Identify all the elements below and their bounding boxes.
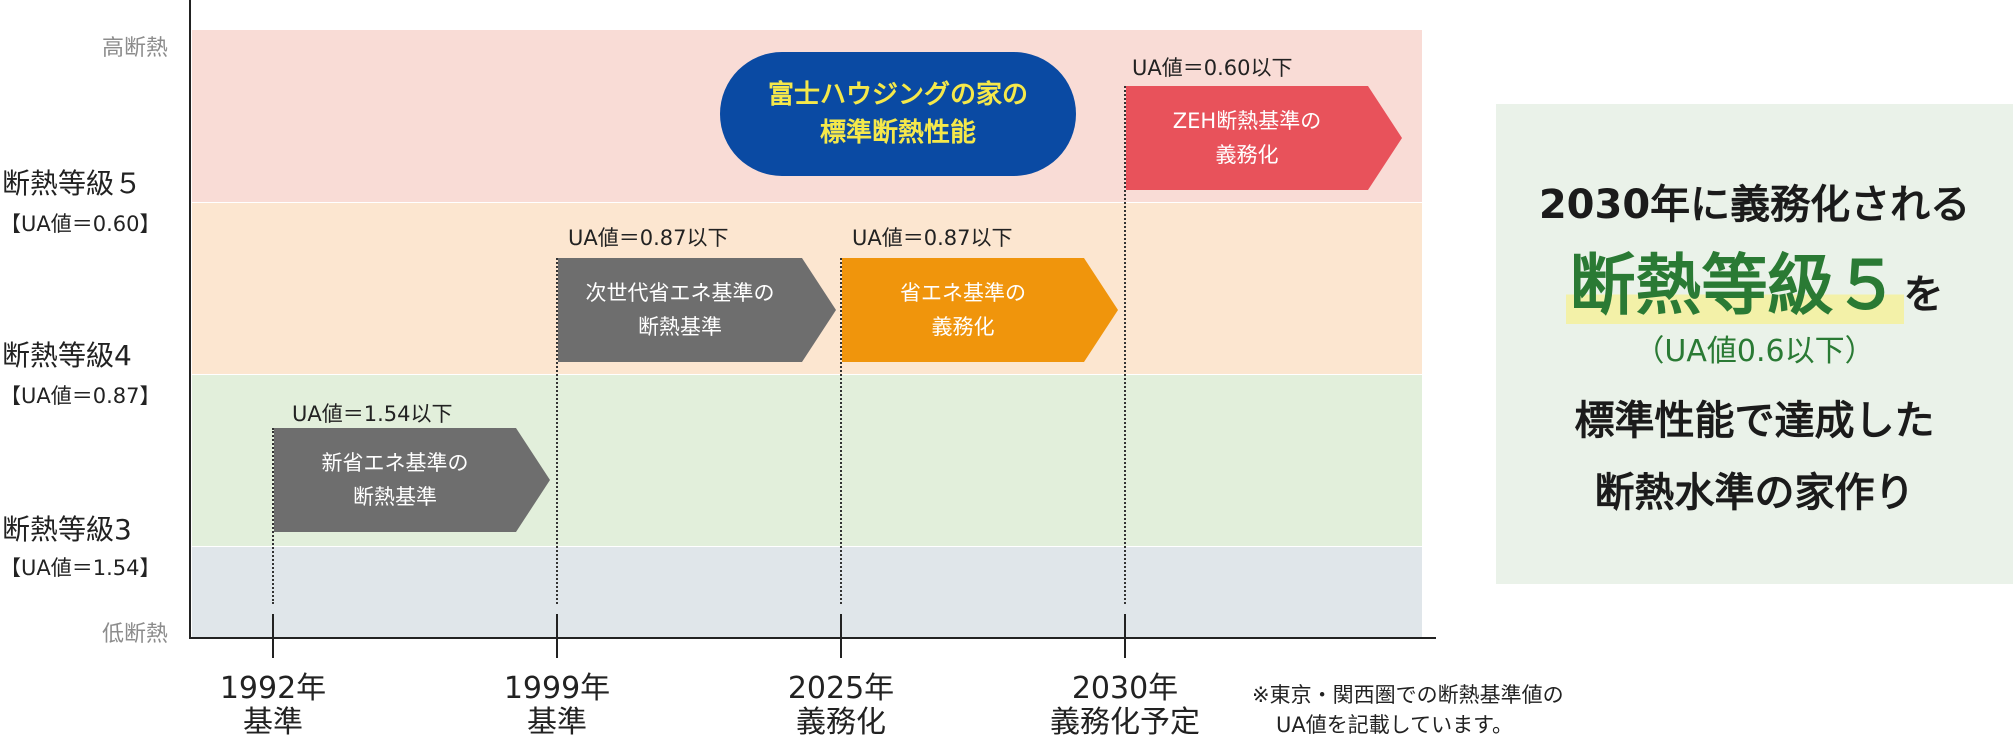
- milestone-1992-arrow: 新省エネ基準の 断熱基準: [274, 428, 550, 532]
- milestone-1999-arrow: 次世代省エネ基準の 断熱基準: [558, 258, 836, 362]
- year-1992-caption: 基準: [243, 705, 303, 740]
- milestone-1992-line1: 新省エネ基準の: [321, 451, 469, 475]
- milestone-1992-line2: 断熱基準: [353, 485, 437, 509]
- guide-2025: [840, 258, 842, 604]
- company-standard-line2: 標準断熱性能: [819, 118, 976, 148]
- milestone-1999-ua: UA値＝0.87以下: [568, 226, 729, 250]
- milestone-2025-ua: UA値＝0.87以下: [852, 226, 1013, 250]
- company-standard-badge: 富士ハウジングの家の 標準断熱性能: [720, 52, 1076, 176]
- milestone-2030-ua: UA値＝0.60以下: [1132, 56, 1293, 80]
- year-1999: 1999年 基準: [447, 672, 667, 740]
- tick-1999: [556, 614, 558, 658]
- tick-2025: [840, 614, 842, 658]
- panel-particle: を: [1903, 272, 1944, 318]
- milestone-1992-ua: UA値＝1.54以下: [292, 402, 453, 426]
- milestone-2030-line1: ZEH断熱基準の: [1172, 109, 1322, 133]
- year-1992-year: 1992年: [219, 671, 327, 706]
- milestone-1999-line2: 断熱基準: [638, 315, 722, 339]
- y-axis: [189, 0, 191, 639]
- year-2030-caption: 義務化予定: [1050, 705, 1200, 740]
- footnote-line1: ※東京・関西圏での断熱基準値の: [1252, 683, 1564, 707]
- tick-2030: [1124, 614, 1126, 658]
- year-2025: 2025年 義務化: [731, 672, 951, 740]
- year-1999-caption: 基準: [527, 705, 587, 740]
- year-2025-year: 2025年: [787, 671, 895, 706]
- guide-1992: [272, 428, 274, 604]
- footnote-line2: UA値を記載しています。: [1276, 713, 1514, 737]
- x-axis: [189, 637, 1436, 639]
- milestone-1999-line1: 次世代省エネ基準の: [585, 281, 775, 305]
- grade5-ua: 【UA値＝0.60】: [0, 212, 161, 236]
- year-1992: 1992年 基準: [163, 672, 383, 740]
- milestone-2025-line1: 省エネ基準の: [900, 281, 1026, 305]
- milestone-2030-line2: 義務化: [1215, 143, 1279, 167]
- year-2025-caption: 義務化: [796, 705, 886, 740]
- high-insulation-label: 高断熱: [101, 36, 168, 61]
- grade3-label: 断熱等級3: [2, 513, 132, 546]
- panel-line4: 標準性能で達成した: [1574, 398, 1935, 444]
- panel-line5: 断熱水準の家作り: [1594, 470, 1915, 516]
- year-1999-year: 1999年: [503, 671, 611, 706]
- panel-highlight: 断熱等級５: [1565, 247, 1904, 324]
- grade5-label: 断熱等級５: [2, 167, 143, 200]
- grade4-label: 断熱等級4: [2, 339, 132, 372]
- company-standard-line1: 富士ハウジングの家の: [767, 80, 1028, 110]
- year-2030: 2030年 義務化予定: [1015, 672, 1235, 740]
- year-2030-year: 2030年: [1071, 671, 1179, 706]
- panel-line1: 2030年に義務化される: [1538, 182, 1971, 228]
- footnote: ※東京・関西圏での断熱基準値の UA値を記載しています。: [1252, 680, 1564, 740]
- low-insulation-label: 低断熱: [101, 622, 168, 647]
- tick-1992: [272, 614, 274, 658]
- guide-1999: [556, 258, 558, 604]
- guide-2030: [1124, 86, 1126, 604]
- grade3-ua: 【UA値＝1.54】: [0, 556, 161, 580]
- grade4-ua: 【UA値＝0.87】: [0, 384, 161, 408]
- milestone-2025-line2: 義務化: [931, 315, 995, 339]
- milestone-2030-arrow: ZEH断熱基準の 義務化: [1126, 86, 1402, 190]
- panel-sub: （UA値0.6以下）: [1634, 334, 1875, 369]
- band-below: [192, 547, 1422, 637]
- milestone-2025-arrow: 省エネ基準の 義務化: [842, 258, 1118, 362]
